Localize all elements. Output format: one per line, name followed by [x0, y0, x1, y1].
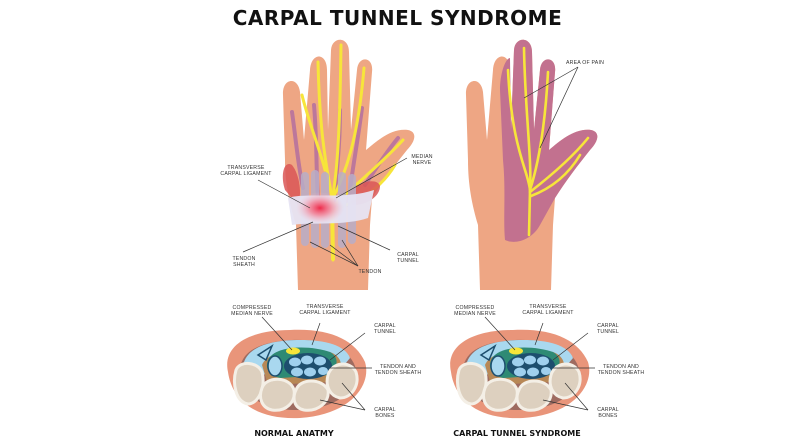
cs-median-nerve [509, 347, 523, 355]
page-title: CARPAL TUNNEL SYNDROME [232, 6, 563, 30]
cs-tendon-side [267, 355, 283, 377]
right-hand-illustration: AREA OF PAIN [465, 39, 604, 291]
cs-bone [233, 362, 265, 406]
cross-section-caption: NORMAL ANATMY [254, 429, 334, 438]
cs-small-tendon [479, 344, 497, 362]
cs-small-tendon [256, 344, 274, 362]
cs-bone [456, 362, 488, 406]
cross-section-caption: CARPAL TUNNEL SYNDROME [453, 429, 580, 438]
cs-bone [515, 379, 553, 412]
cs-median-nerve [286, 347, 300, 355]
inflammation-area [296, 192, 344, 224]
cs-bone [548, 362, 582, 400]
thenar-muscle [282, 164, 300, 205]
cs-tendon-side [490, 355, 506, 377]
cs-bone [325, 362, 359, 400]
cs-bone [292, 379, 330, 412]
cs-bone [258, 377, 296, 412]
cs-bone [481, 377, 519, 412]
label-tendon: TENDON [358, 269, 381, 275]
label-area-of-pain: AREA OF PAIN [566, 60, 604, 66]
